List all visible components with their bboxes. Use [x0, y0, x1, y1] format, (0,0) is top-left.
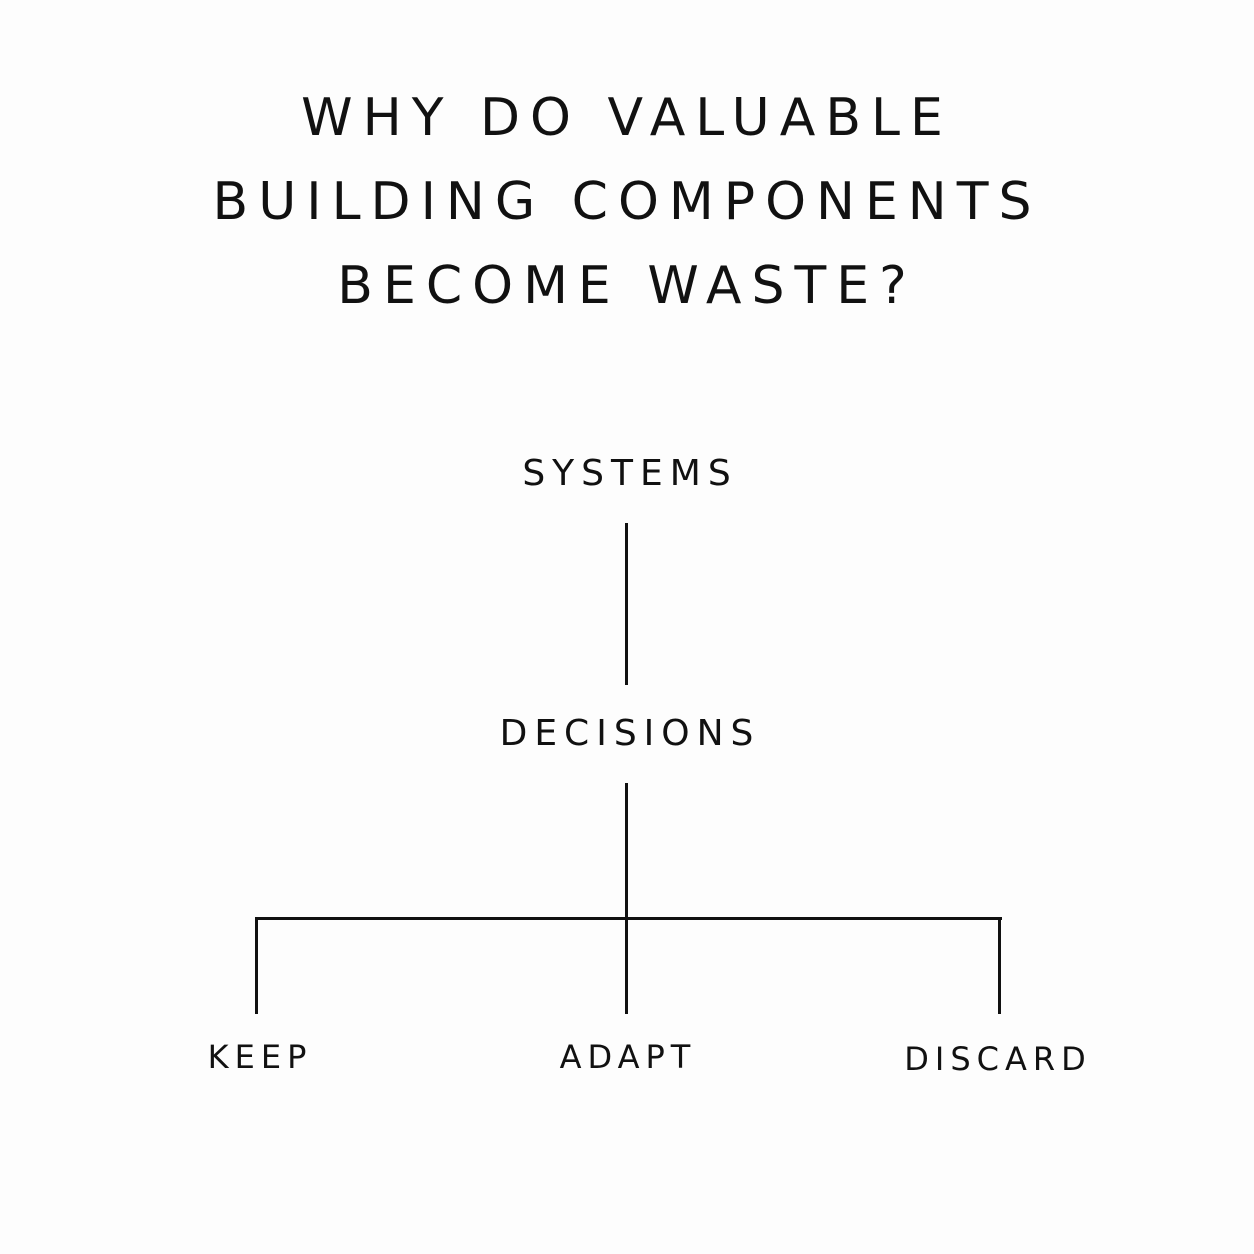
- connector-to-keep: [255, 917, 258, 1014]
- title-line-1: WHY DO VALUABLE: [301, 88, 953, 148]
- node-decisions: DECISIONS: [499, 713, 761, 754]
- title-line-3: BECOME WASTE?: [337, 256, 917, 316]
- connector-decisions-trunk: [625, 783, 628, 1014]
- node-discard: DISCARD: [904, 1040, 1092, 1078]
- node-adapt: ADAPT: [559, 1038, 697, 1076]
- connector-systems-decisions: [625, 523, 628, 685]
- node-systems: SYSTEMS: [522, 453, 738, 494]
- title-line-2: BUILDING COMPONENTS: [212, 172, 1042, 232]
- connector-to-discard: [998, 917, 1001, 1014]
- connector-branch-bar: [255, 917, 1002, 920]
- node-keep: KEEP: [207, 1038, 313, 1076]
- diagram-title: WHY DO VALUABLE BUILDING COMPONENTS BECO…: [0, 76, 1254, 328]
